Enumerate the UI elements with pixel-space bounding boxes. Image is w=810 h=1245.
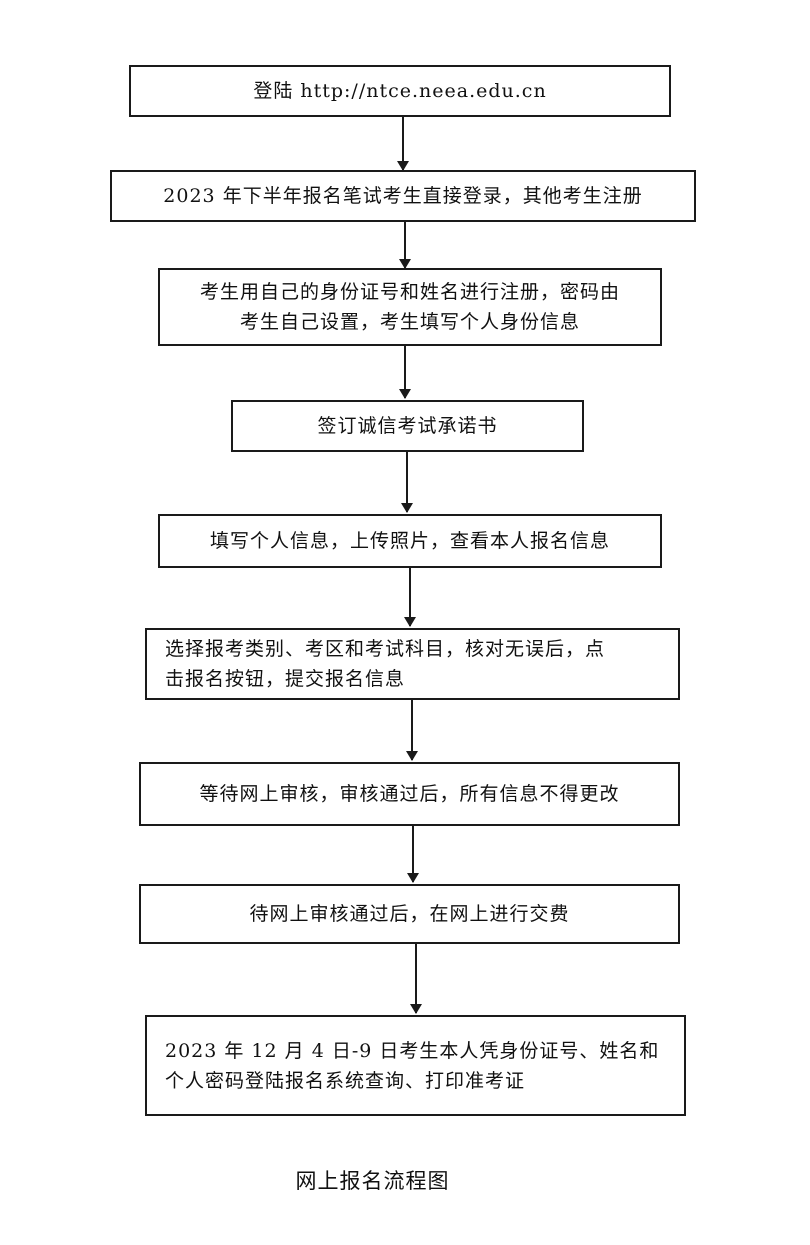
step-4-integrity-pledge: 签订诚信考试承诺书: [231, 400, 584, 452]
step-2-login-or-register: 2023 年下半年报名笔试考生直接登录，其他考生注册: [110, 170, 696, 222]
step-8-line-1: 待网上审核通过后，在网上进行交费: [249, 903, 570, 925]
step-9-line-2: 个人密码登陆报名系统查询、打印准考证: [165, 1069, 526, 1092]
step-7-line-1: 等待网上审核，审核通过后，所有信息不得更改: [199, 783, 620, 805]
step-4-line-1: 签订诚信考试承诺书: [317, 415, 498, 437]
step-8-payment: 待网上审核通过后，在网上进行交费: [139, 884, 680, 944]
step-9-print-admission-ticket: 2023 年 12 月 4 日-9 日考生本人凭身份证号、姓名和 个人密码登陆报…: [145, 1015, 686, 1116]
step-6-select-and-submit: 选择报考类别、考区和考试科目，核对无误后，点 击报名按钮，提交报名信息: [145, 628, 680, 700]
step-9-line-1: 2023 年 12 月 4 日-9 日考生本人凭身份证号、姓名和: [165, 1039, 660, 1062]
step-2-line-1: 2023 年下半年报名笔试考生直接登录，其他考生注册: [163, 185, 643, 207]
step-1-login: 登陆 http://ntce.neea.edu.cn: [129, 65, 671, 117]
diagram-caption: 网上报名流程图: [295, 1169, 450, 1193]
step-7-online-review: 等待网上审核，审核通过后，所有信息不得更改: [139, 762, 680, 826]
step-6-line-2: 击报名按钮，提交报名信息: [165, 668, 406, 690]
step-3-line-1: 考生用自己的身份证号和姓名进行注册，密码由: [199, 281, 620, 303]
step-1-line-1: 登陆 http://ntce.neea.edu.cn: [253, 80, 547, 102]
step-5-line-1: 填写个人信息，上传照片，查看本人报名信息: [209, 530, 610, 552]
step-6-line-1: 选择报考类别、考区和考试科目，核对无误后，点: [165, 638, 606, 660]
step-3-register: 考生用自己的身份证号和姓名进行注册，密码由 考生自己设置，考生填写个人身份信息: [158, 268, 662, 346]
step-3-line-2: 考生自己设置，考生填写个人身份信息: [239, 311, 580, 333]
step-5-personal-info: 填写个人信息，上传照片，查看本人报名信息: [158, 514, 662, 568]
